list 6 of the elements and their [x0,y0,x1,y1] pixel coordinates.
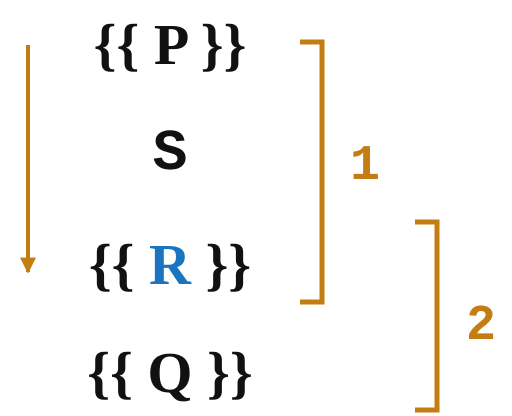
template-line: {{ Q }} [86,344,254,402]
bracket-number: 1 [350,142,380,192]
template-line: {{ R }} [88,236,252,294]
template-line: S [152,126,188,184]
bracket-number: 2 [466,302,496,352]
template-line: {{ P }} [92,16,248,74]
